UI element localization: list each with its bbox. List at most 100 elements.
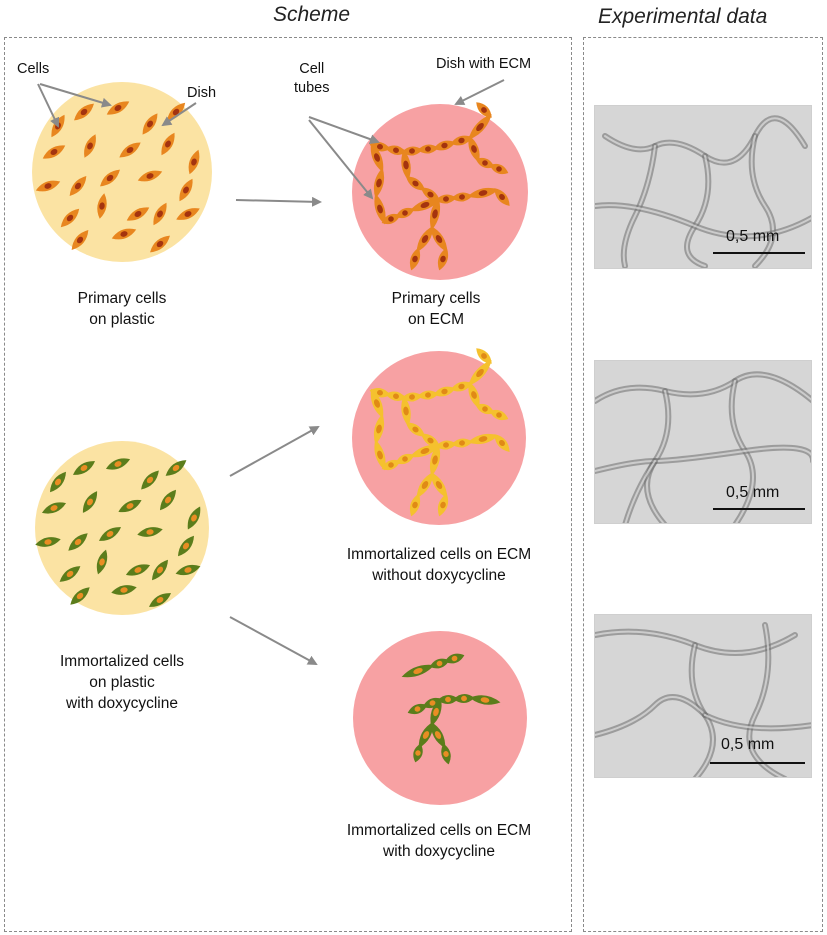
immortal-cell [151,559,169,581]
tube-cell [489,409,509,421]
tube-cell [494,188,510,206]
micrograph-no-doxy [594,360,812,524]
caption-immortal-plastic-doxy: Immortalized cells on plastic with doxyc… [32,651,212,714]
cell-tubes-line-1: Cell [299,61,325,77]
tube-highlight [704,714,811,730]
tube-cell [401,664,435,678]
tube-cell [430,697,442,727]
immortal-cell [175,564,201,576]
dish-with-ecm-annotation: Dish with ECM [436,56,532,72]
tube-cell [370,388,384,419]
primary-cell [84,134,96,158]
caption-line: without doxycycline [372,567,506,584]
scheme-panel [4,37,572,932]
primary-cell [100,169,120,187]
immortal-cell [35,537,61,547]
primary-cell [161,132,175,156]
pointer-tubes-2 [308,119,374,200]
tube-cell [409,247,421,271]
tube-cell [405,422,426,437]
immortal-cell [125,564,151,576]
tube-cell [444,653,465,664]
primary-cell [69,176,87,196]
pointer-dish-ecm [454,79,505,105]
tube-cell [430,225,448,253]
tube-highlight [622,145,656,267]
primary-cell [176,208,200,220]
caption-line: on plastic [89,674,155,691]
caption-line: on ECM [408,311,464,328]
dish-immortal-ecm-doxy [353,631,527,805]
tube-cell [489,163,509,175]
tube-cell [373,167,385,199]
caption-line: on plastic [89,311,155,328]
immortal-cell [98,527,122,541]
scale-bar-2 [713,508,805,510]
dish-primary-plastic [32,82,212,262]
immortal-cell [111,585,137,595]
caption-line: with doxycycline [383,843,495,860]
immortal-tube-network [369,348,510,517]
arrow-to-doxy [229,616,318,665]
tube-cell [450,135,473,146]
immortal-cell [49,471,67,493]
tube-cell [468,114,492,140]
immortal-cells-group [35,458,201,607]
tube-cell [468,135,480,163]
tube-cell [429,443,441,477]
tube-cell [476,348,492,364]
tube-cell [430,721,446,749]
cell-tubes-annotation: Cell tubes [294,60,329,98]
scale-label-1: 0,5 mm [726,228,780,245]
primary-tube-network [369,102,510,271]
primary-cell [153,202,167,226]
primary-cell [188,149,200,175]
immortal-cell [159,489,177,511]
primary-cell [60,208,80,228]
caption-line: Immortalized cells on ECM [346,822,532,839]
primary-cell [71,230,89,250]
tube-cell [435,194,457,204]
immortal-cell [105,458,131,470]
dish-immortal-plastic [35,441,209,615]
tube-cell [420,433,441,448]
immortal-cell [41,502,67,514]
immortal-cell [118,499,142,513]
tube-cell [430,471,448,499]
caption-line: Primary cells [77,290,167,307]
tube-cell [451,192,473,202]
tube-cell [494,434,510,452]
immortal-cell [96,549,108,575]
tube-highlight [595,696,706,736]
immortal-cell [148,593,172,607]
primary-cell [119,142,141,158]
tube-cell [407,703,428,715]
tube-cell [401,146,423,156]
tube-cell [409,198,441,212]
tube-cell [467,187,499,199]
pointer-tubes-1 [308,116,380,144]
primary-cell [126,207,150,221]
scale-bar-3 [710,762,805,764]
tube-cell [416,471,434,499]
micrograph-doxy [594,614,812,778]
doxy-tube-fragments [401,653,501,765]
tube-cell [467,433,499,445]
tube-cell [433,140,456,151]
caption-immortal-ecm-doxy: Immortalized cells on ECM with doxycycli… [319,820,559,862]
tube-cell [409,493,421,517]
caption-line: Immortalized cells on ECM [346,546,532,563]
tube-cell [385,145,407,155]
immortal-cell [141,470,159,490]
tube-cell [475,157,495,169]
immortal-cell [177,535,195,557]
immortal-cell [82,491,98,513]
tube-cell [437,493,449,517]
immortal-cell [72,461,96,475]
immortal-cell [68,533,88,551]
micrograph-field [595,106,811,268]
immortal-cell [187,506,201,530]
tube-cell [429,658,450,669]
tube-cell [401,395,411,427]
